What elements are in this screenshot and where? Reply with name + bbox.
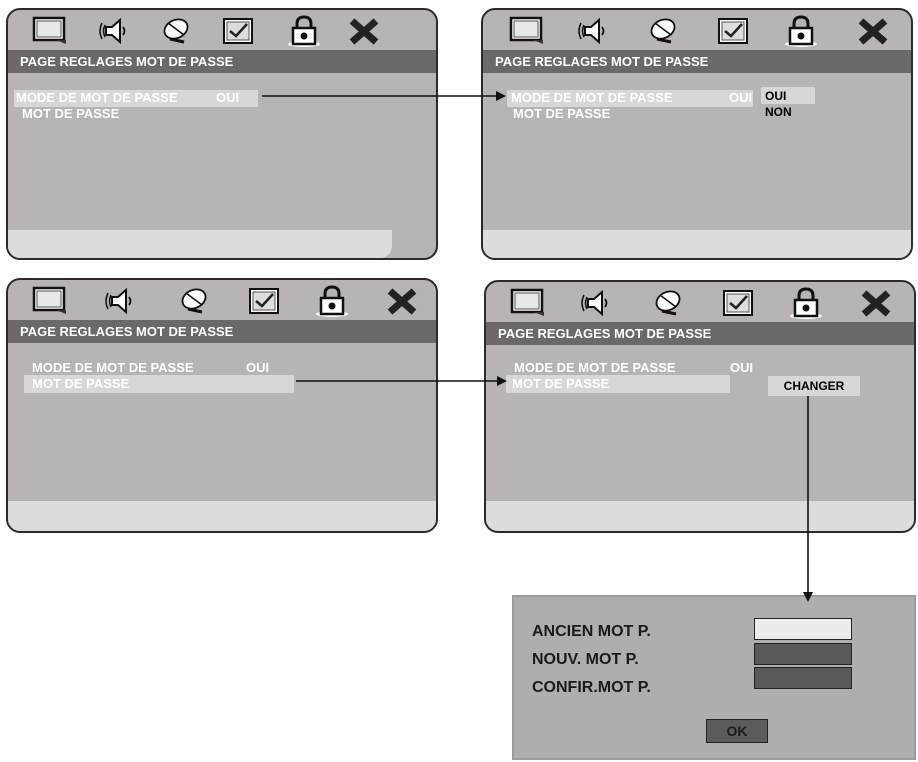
tab-icon-bar: [483, 10, 911, 50]
menu-panel-mode-selected: PAGE REGLAGES MOT DE PASSE MODE DE MOT D…: [6, 8, 438, 260]
checkbox-preferences-icon[interactable]: [220, 15, 256, 47]
option-non[interactable]: NON: [765, 105, 792, 119]
footer-bar: [486, 501, 914, 531]
checkbox-preferences-icon[interactable]: [720, 287, 756, 319]
password-mode-row[interactable]: MODE DE MOT DE PASSE: [511, 90, 673, 105]
padlock-icon[interactable]: [314, 285, 350, 317]
satellite-dish-icon[interactable]: [645, 15, 681, 47]
confirm-password-field[interactable]: [754, 667, 852, 689]
close-x-icon[interactable]: [346, 15, 382, 47]
password-mode-value[interactable]: OUI: [729, 90, 753, 105]
speaker-audio-icon[interactable]: [578, 287, 614, 319]
password-row[interactable]: MOT DE PASSE: [512, 376, 610, 391]
password-mode-value[interactable]: OUI: [730, 360, 754, 375]
row-highlight: [506, 375, 730, 393]
confirm-password-label: CONFIR.MOT P.: [532, 679, 651, 696]
password-mode-row[interactable]: MODE DE MOT DE PASSE: [16, 90, 178, 105]
tv-screen-icon[interactable]: [510, 287, 546, 319]
old-password-label: ANCIEN MOT P.: [532, 623, 651, 640]
tv-screen-icon[interactable]: [32, 285, 68, 317]
change-button-bg: [768, 376, 860, 396]
padlock-icon[interactable]: [788, 287, 824, 319]
password-mode-row[interactable]: MODE DE MOT DE PASSE: [514, 360, 676, 375]
padlock-icon[interactable]: [783, 15, 819, 47]
password-row[interactable]: MOT DE PASSE: [513, 106, 611, 121]
footer-bar: [8, 501, 436, 531]
close-x-icon[interactable]: [858, 287, 894, 319]
menu-panel-change-popup: PAGE REGLAGES MOT DE PASSE MODE DE MOT D…: [484, 280, 916, 533]
close-x-icon[interactable]: [384, 285, 420, 317]
password-change-dialog: ANCIEN MOT P. NOUV. MOT P. CONFIR.MOT P.…: [512, 595, 916, 760]
menu-panel-mode-popup: PAGE REGLAGES MOT DE PASSE MODE DE MOT D…: [481, 8, 913, 260]
password-mode-value[interactable]: OUI: [216, 90, 240, 105]
new-password-label: NOUV. MOT P.: [532, 651, 639, 668]
footer-bar: [483, 230, 911, 258]
password-row[interactable]: MOT DE PASSE: [32, 376, 130, 391]
page-title: PAGE REGLAGES MOT DE PASSE: [8, 320, 436, 343]
speaker-audio-icon[interactable]: [575, 15, 611, 47]
ok-button[interactable]: OK: [706, 719, 768, 743]
padlock-icon[interactable]: [286, 15, 322, 47]
speaker-audio-icon[interactable]: [96, 15, 132, 47]
old-password-field[interactable]: [754, 618, 852, 640]
password-mode-value[interactable]: OUI: [246, 360, 270, 375]
row-highlight: [507, 90, 753, 107]
page-title: PAGE REGLAGES MOT DE PASSE: [483, 50, 911, 73]
row-highlight: [24, 375, 294, 393]
menu-panel-password-selected: PAGE REGLAGES MOT DE PASSE MODE DE MOT D…: [6, 278, 438, 533]
satellite-dish-icon[interactable]: [650, 287, 686, 319]
checkbox-preferences-icon[interactable]: [715, 15, 751, 47]
page-title: PAGE REGLAGES MOT DE PASSE: [8, 50, 436, 73]
speaker-audio-icon[interactable]: [102, 285, 138, 317]
footer-bar: [8, 230, 392, 258]
option-highlight: [761, 87, 815, 104]
tab-icon-bar: [486, 282, 914, 322]
tv-screen-icon[interactable]: [509, 15, 545, 47]
satellite-dish-icon[interactable]: [176, 285, 212, 317]
change-button[interactable]: CHANGER: [783, 379, 845, 393]
page-title: PAGE REGLAGES MOT DE PASSE: [486, 322, 914, 345]
row-highlight: [14, 90, 258, 107]
option-oui[interactable]: OUI: [765, 89, 787, 103]
tab-icon-bar: [8, 280, 436, 320]
checkbox-preferences-icon[interactable]: [246, 285, 282, 317]
satellite-dish-icon[interactable]: [158, 15, 194, 47]
tv-screen-icon[interactable]: [32, 15, 68, 47]
close-x-icon[interactable]: [855, 15, 891, 47]
password-mode-row[interactable]: MODE DE MOT DE PASSE: [32, 360, 194, 375]
password-row[interactable]: MOT DE PASSE: [22, 106, 120, 121]
tab-icon-bar: [8, 10, 436, 50]
new-password-field[interactable]: [754, 643, 852, 665]
